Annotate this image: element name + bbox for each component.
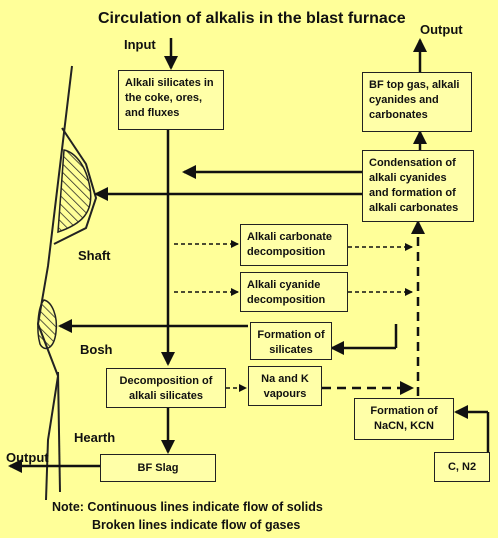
formation-of-silicates-box: Formation of silicates	[250, 322, 332, 360]
carbonate-decomposition-box: Alkali carbonate decomposition	[240, 224, 348, 266]
na-k-vapours-box: Na and K vapours	[248, 366, 322, 406]
shaft-deposit-hatched	[57, 149, 92, 234]
c-n2-box: C, N2	[434, 452, 490, 482]
shaft-label: Shaft	[78, 248, 111, 263]
note-line-1: Note: Continuous lines indicate flow of …	[52, 500, 323, 514]
hearth-label: Hearth	[74, 430, 116, 445]
formation-nacn-kcn-box: Formation of NaCN, KCN	[354, 398, 454, 440]
bf-slag-box: BF Slag	[100, 454, 216, 482]
condensation-box: Condensation of alkali cyanides and form…	[362, 150, 474, 222]
legend-note: Note: Continuous lines indicate flow of …	[52, 498, 323, 534]
output-top-label: Output	[420, 22, 463, 37]
note-line-2: Broken lines indicate flow of gases	[92, 518, 301, 532]
bosh-deposit-hatched	[37, 299, 58, 350]
gas-flow-lines	[174, 240, 413, 392]
output-bottom-label: Output	[6, 450, 49, 465]
solid-flow-lines	[8, 38, 490, 473]
gas-flow-lines-heavy	[322, 220, 425, 396]
decomposition-of-silicates-box: Decomposition of alkali silicates	[106, 368, 226, 408]
input-label: Input	[124, 37, 156, 52]
diagram-title: Circulation of alkalis in the blast furn…	[98, 10, 406, 27]
bosh-label: Bosh	[80, 342, 113, 357]
cyanide-decomposition-box: Alkali cyanide decomposition	[240, 272, 348, 312]
alkali-silicates-input-box: Alkali silicates in the coke, ores, and …	[118, 70, 224, 130]
bf-top-gas-box: BF top gas, alkali cyanides and carbonat…	[362, 72, 472, 132]
